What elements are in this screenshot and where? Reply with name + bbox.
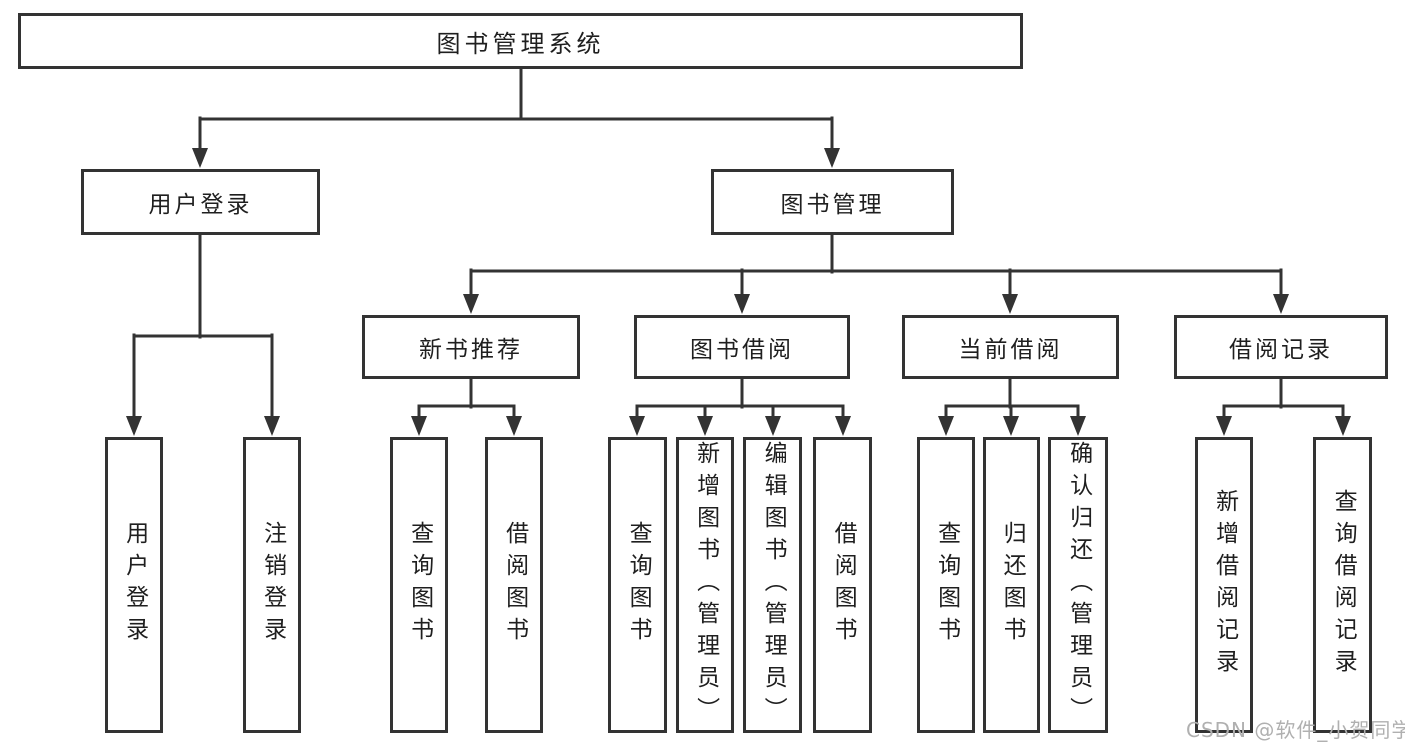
node-label: 新增图书（管理员） bbox=[692, 441, 719, 729]
node-label: 借阅图书 bbox=[501, 521, 528, 649]
leaf-edit-books-admin: 编辑图书（管理员） bbox=[743, 437, 802, 733]
node-user-login: 用户登录 bbox=[81, 169, 320, 235]
node-label: 图书管理系统 bbox=[436, 29, 605, 58]
node-new-book-recommend: 新书推荐 bbox=[362, 315, 580, 379]
connector-arrowheads bbox=[126, 148, 1351, 436]
node-label: 注销登录 bbox=[259, 521, 286, 649]
node-label: 确认归还（管理员） bbox=[1065, 441, 1092, 729]
leaf-query-books-recommend: 查询图书 bbox=[390, 437, 448, 733]
node-label: 借阅图书 bbox=[830, 521, 857, 649]
node-label: 当前借阅 bbox=[958, 337, 1063, 363]
node-label: 用户登录 bbox=[148, 192, 253, 218]
node-label: 归还图书 bbox=[999, 521, 1026, 649]
node-label: 新书推荐 bbox=[419, 337, 523, 363]
leaf-query-books-borrow: 查询图书 bbox=[608, 437, 667, 733]
node-book-borrowing: 图书借阅 bbox=[634, 315, 850, 379]
leaf-query-books-current: 查询图书 bbox=[917, 437, 975, 733]
leaf-user-login: 用户登录 bbox=[105, 437, 163, 733]
node-current-borrowing: 当前借阅 bbox=[902, 315, 1119, 379]
node-label: 图书管理 bbox=[780, 192, 885, 218]
csdn-watermark: CSDN @软件_小贺同学 bbox=[1186, 718, 1405, 742]
leaf-return-books: 归还图书 bbox=[983, 437, 1040, 733]
node-label: 查询图书 bbox=[406, 521, 433, 649]
node-library-management-system: 图书管理系统 bbox=[18, 13, 1023, 69]
node-label: 借阅记录 bbox=[1229, 337, 1333, 363]
leaf-add-books-admin: 新增图书（管理员） bbox=[676, 437, 734, 733]
node-label: 图书借阅 bbox=[690, 337, 794, 363]
node-label: 查询图书 bbox=[625, 521, 652, 649]
leaf-logout: 注销登录 bbox=[243, 437, 301, 733]
leaf-borrow-books-borrow: 借阅图书 bbox=[813, 437, 872, 733]
leaf-confirm-return-admin: 确认归还（管理员） bbox=[1048, 437, 1108, 733]
leaf-borrow-books-recommend: 借阅图书 bbox=[485, 437, 543, 733]
node-label: 编辑图书（管理员） bbox=[760, 441, 787, 729]
node-label: 新增借阅记录 bbox=[1211, 489, 1238, 681]
leaf-add-borrow-record: 新增借阅记录 bbox=[1195, 437, 1253, 733]
node-label: 用户登录 bbox=[121, 521, 148, 649]
node-borrowing-records: 借阅记录 bbox=[1174, 315, 1388, 379]
node-label: 查询借阅记录 bbox=[1330, 489, 1357, 681]
node-book-management: 图书管理 bbox=[711, 169, 954, 235]
node-label: 查询图书 bbox=[933, 521, 960, 649]
leaf-query-borrow-record: 查询借阅记录 bbox=[1313, 437, 1372, 733]
